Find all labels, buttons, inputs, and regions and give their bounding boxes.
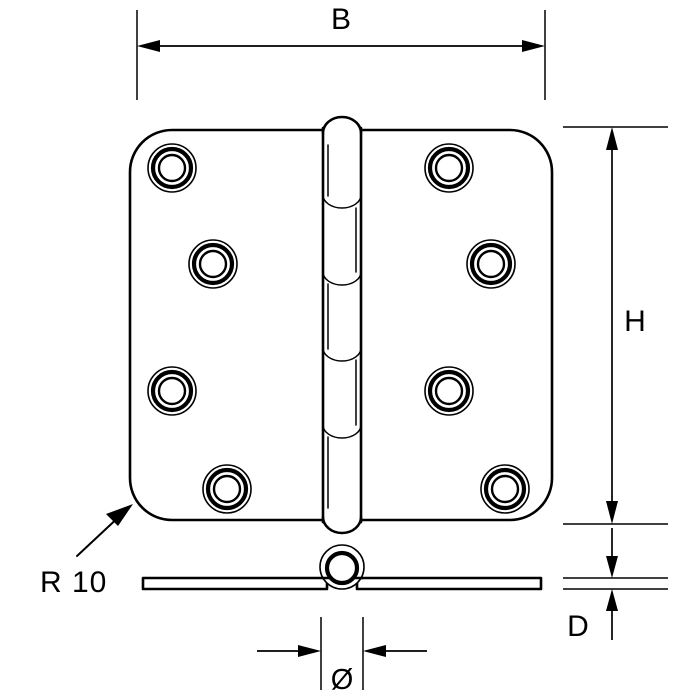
screw-hole	[188, 239, 238, 289]
screw-hole	[424, 143, 474, 193]
left-leaf-plate	[128, 128, 342, 522]
width-label: B	[331, 3, 351, 36]
diameter-arrow-left-icon	[298, 645, 321, 657]
screw-hole	[202, 464, 252, 514]
knuckle-bottom-cap	[321, 515, 363, 535]
knuckle-top-cap	[321, 115, 363, 135]
screw-hole	[147, 366, 197, 416]
side-elevation-view	[141, 544, 543, 591]
dimension-diameter: Ø	[257, 617, 427, 696]
radius-label: R 10	[40, 566, 107, 599]
height-arrow-bottom-icon	[606, 501, 618, 524]
height-label: H	[624, 305, 646, 338]
side-plate-left	[141, 576, 329, 591]
radius-callout-R10: R 10	[40, 504, 133, 599]
width-arrow-right-icon	[522, 40, 545, 52]
right-leaf-plate	[340, 128, 554, 522]
knuckle-body	[321, 126, 363, 524]
diameter-arrow-right-icon	[363, 645, 386, 657]
knuckle-joint-2	[322, 271, 362, 286]
dimension-width-B: B	[136, 3, 546, 100]
depth-label: D	[567, 610, 589, 643]
diameter-label: Ø	[331, 664, 354, 696]
right-leaf-holes	[424, 143, 530, 514]
dimension-height-H: H	[563, 126, 668, 525]
knuckle-joint-3	[322, 347, 362, 362]
screw-hole	[480, 464, 530, 514]
knuckle-joint-4	[322, 424, 362, 439]
front-elevation-view	[128, 115, 554, 535]
side-plate-right	[355, 576, 543, 591]
height-arrow-top-icon	[606, 127, 618, 150]
screw-hole	[466, 239, 516, 289]
depth-arrow-bottom-icon	[606, 589, 618, 611]
screw-hole	[147, 143, 197, 193]
radius-leader-arrow-icon	[106, 504, 133, 526]
knuckle-barrel	[321, 115, 363, 535]
knuckle-joint-1	[322, 194, 362, 209]
width-arrow-left-icon	[137, 40, 160, 52]
left-leaf-holes	[147, 143, 252, 514]
screw-hole	[424, 366, 474, 416]
dimension-depth-D: D	[563, 528, 668, 643]
side-knuckle-inner-circle	[324, 550, 360, 586]
depth-arrow-top-icon	[606, 556, 618, 578]
